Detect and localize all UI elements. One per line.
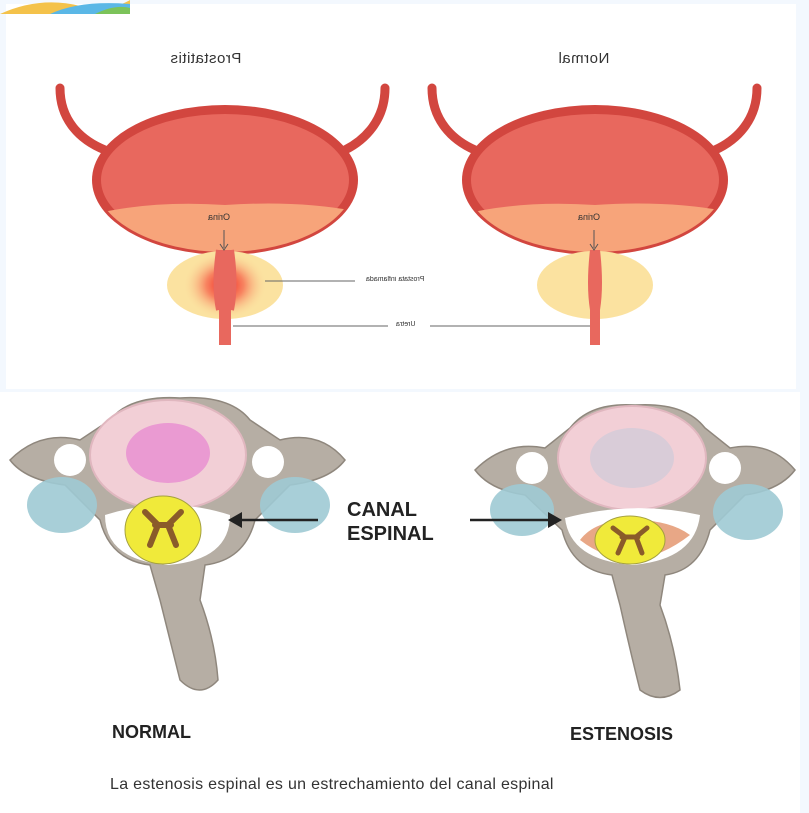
prostata-inflamada-label: Prostata inflamada <box>366 276 424 283</box>
vertebra-normal <box>10 398 345 690</box>
stenosis-vertebra-label: ESTENOSIS <box>570 724 673 745</box>
normal-bladder-title: Normal <box>558 50 609 67</box>
stenosis-caption: La estenosis espinal es un estrechamient… <box>110 776 554 794</box>
prostatitis-title: Prostatitis <box>170 50 241 67</box>
normal-vertebra-label: NORMAL <box>112 722 191 743</box>
orina-label-right: Orina <box>578 212 600 222</box>
uretra-label: Uretra <box>396 321 415 328</box>
vertebra-stenosis <box>475 405 795 698</box>
canal-espinal-label: CANAL ESPINAL <box>347 498 434 546</box>
orina-label-left: Orina <box>208 212 230 222</box>
